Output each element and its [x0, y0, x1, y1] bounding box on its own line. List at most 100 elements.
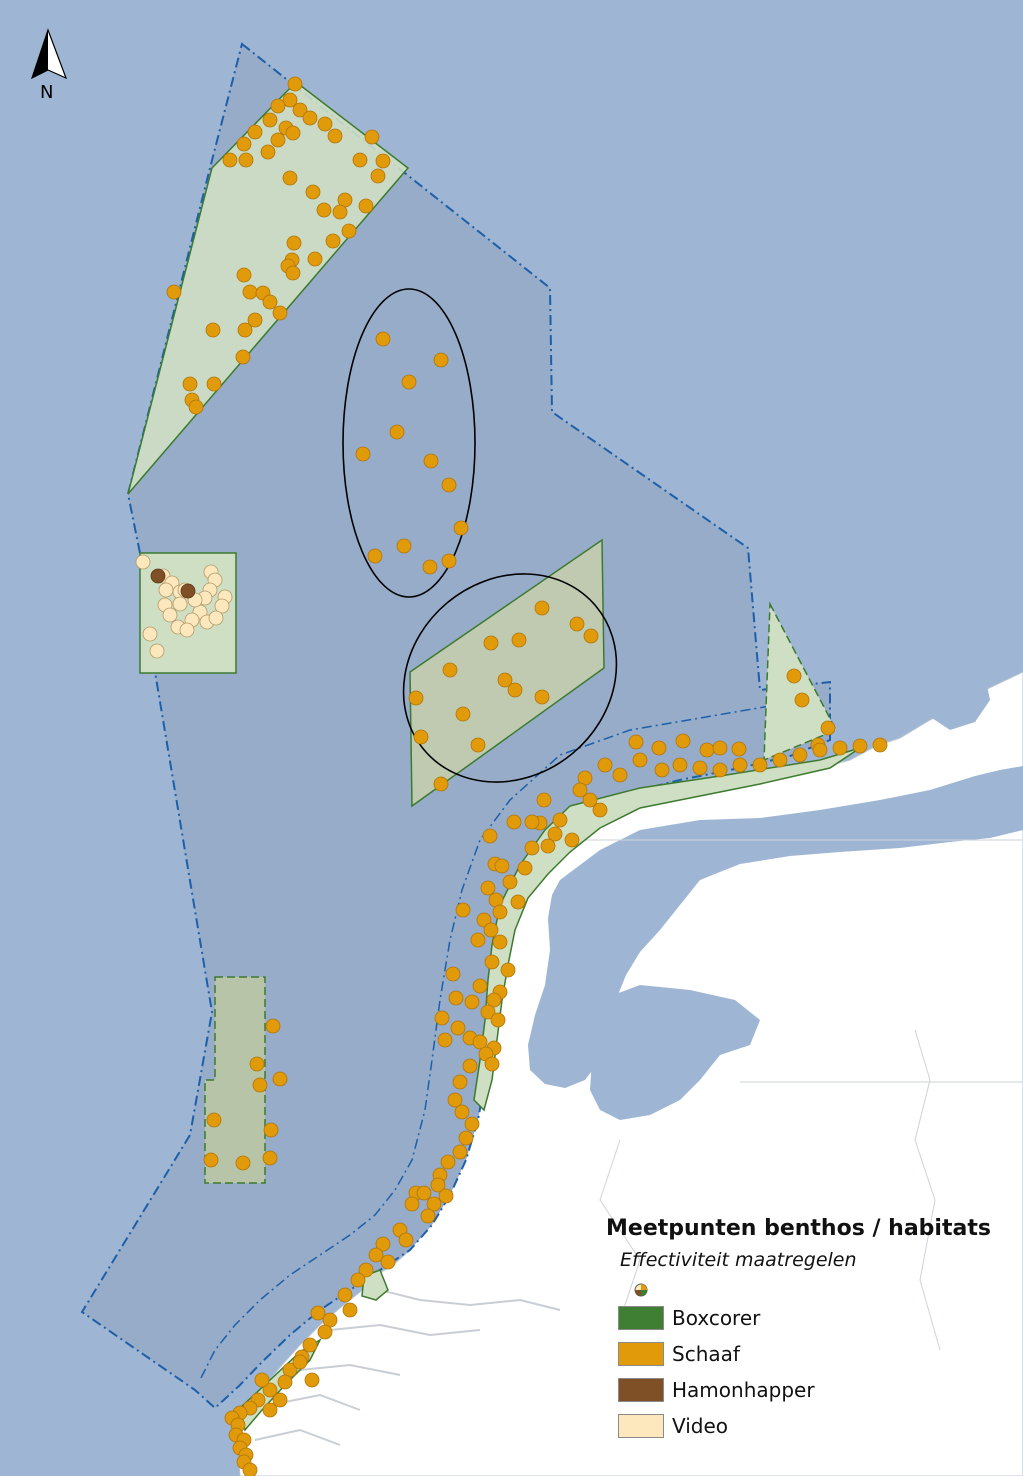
schaaf-point [265, 1018, 281, 1034]
schaaf-point [203, 1152, 219, 1168]
schaaf-point [235, 349, 251, 365]
schaaf-point [242, 1462, 258, 1476]
schaaf-point [434, 1010, 450, 1026]
schaaf-point [287, 76, 303, 92]
schaaf-point [263, 1122, 279, 1138]
schaaf-point [592, 802, 608, 818]
legend-item-boxcorer: Boxcorer [618, 1303, 1021, 1333]
schaaf-point [484, 954, 500, 970]
schaaf-point [470, 932, 486, 948]
schaaf-point [852, 738, 868, 754]
schaaf-point [507, 682, 523, 698]
schaaf-point [447, 1092, 463, 1108]
schaaf-point [310, 1305, 326, 1321]
schaaf-point [408, 690, 424, 706]
schaaf-point [272, 305, 288, 321]
hamonhapper-point [150, 568, 166, 584]
legend-label: Boxcorer [672, 1306, 761, 1330]
schaaf-point [260, 144, 276, 160]
schaaf-point [654, 762, 670, 778]
schaaf-point [375, 153, 391, 169]
schaaf-point [564, 832, 580, 848]
map-legend: Meetpunten benthos / habitats Effectivit… [606, 1216, 1021, 1441]
schaaf-point [247, 124, 263, 140]
schaaf-point [367, 548, 383, 564]
schaaf-point [483, 922, 499, 938]
schaaf-point [455, 902, 471, 918]
schaaf-point [262, 294, 278, 310]
schaaf-point [422, 559, 438, 575]
schaaf-point [396, 538, 412, 554]
video-point [149, 643, 165, 659]
schaaf-point [732, 757, 748, 773]
schaaf-point [480, 1004, 496, 1020]
schaaf-point [458, 1130, 474, 1146]
schaaf-point [524, 840, 540, 856]
schaaf-point [262, 1150, 278, 1166]
video-point [179, 622, 195, 638]
schaaf-point [772, 752, 788, 768]
schaaf-point [628, 734, 644, 750]
legend-label: Video [672, 1414, 729, 1438]
schaaf-point [872, 737, 888, 753]
hamonhapper-point [180, 583, 196, 599]
schaaf-point [472, 978, 488, 994]
schaaf-point [413, 729, 429, 745]
schaaf-point [536, 792, 552, 808]
schaaf-point [423, 453, 439, 469]
schaaf-point [572, 782, 588, 798]
schaaf-point [442, 662, 458, 678]
schaaf-point [380, 1254, 396, 1270]
schaaf-point [438, 1188, 454, 1204]
video-point [162, 607, 178, 623]
schaaf-point [552, 812, 568, 828]
schaaf-point [490, 1012, 506, 1028]
schaaf-point [285, 125, 301, 141]
zone-south-rect [204, 976, 266, 1184]
schaaf-point [502, 874, 518, 890]
schaaf-point [222, 152, 238, 168]
schaaf-point [484, 1056, 500, 1072]
schaaf-point [302, 110, 318, 126]
schaaf-point [364, 129, 380, 145]
schaaf-point [292, 102, 308, 118]
schaaf-point [358, 1262, 374, 1278]
schaaf-point [368, 1247, 384, 1263]
schaaf-point [270, 98, 286, 114]
schaaf-point [492, 934, 508, 950]
schaaf-point [486, 992, 502, 1008]
legend-subtitle: Effectiviteit maatregelen [620, 1249, 857, 1271]
schaaf-point [375, 331, 391, 347]
schaaf-point [832, 740, 848, 756]
ellipse-north [342, 288, 476, 598]
schaaf-point [416, 1185, 432, 1201]
schaaf-point [441, 553, 457, 569]
schaaf-point [752, 757, 768, 773]
schaaf-point [506, 814, 522, 830]
schaaf-point [341, 223, 357, 239]
schaaf-point [812, 742, 828, 758]
video-point [135, 554, 151, 570]
schaaf-point [445, 966, 461, 982]
schaaf-point [455, 706, 471, 722]
schaaf-point [285, 265, 301, 281]
water-inland [930, 672, 990, 730]
schaaf-point [270, 132, 286, 148]
schaaf-point [277, 1374, 293, 1390]
ellipse-central [402, 573, 618, 783]
schaaf-point [252, 1077, 268, 1093]
legend-label: Hamonhapper [672, 1378, 815, 1402]
schaaf-point [437, 1032, 453, 1048]
schaaf-point [540, 838, 556, 854]
schaaf-point [597, 757, 613, 773]
schaaf-point [450, 1020, 466, 1036]
schaaf-point [205, 322, 221, 338]
schaaf-point [342, 1302, 358, 1318]
schaaf-point [441, 477, 457, 493]
schaaf-point [672, 757, 688, 773]
schaaf-point [302, 1337, 318, 1353]
pie-symbol-icon [634, 1283, 648, 1297]
schaaf-point [492, 904, 508, 920]
schaaf-point [632, 752, 648, 768]
